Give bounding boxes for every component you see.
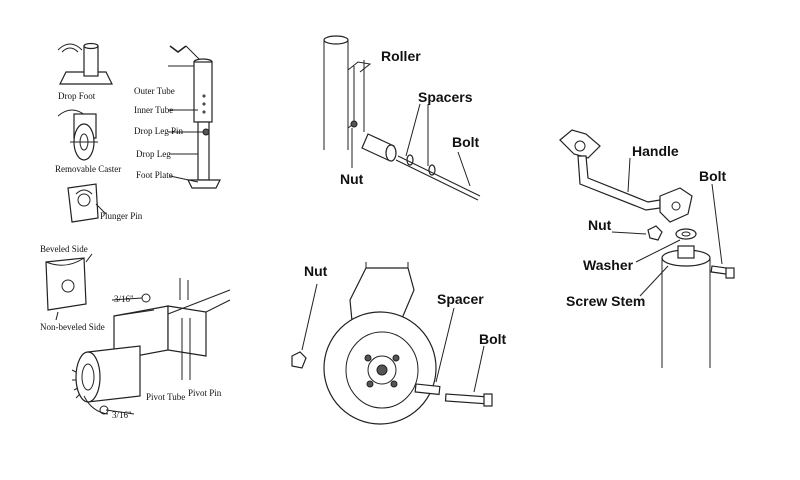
label-beveled-side: Beveled Side xyxy=(40,244,88,254)
label-pivot-tube: Pivot Tube xyxy=(146,392,185,402)
label-inner-tube: Inner Tube xyxy=(134,105,173,115)
label-dimension-top: 3/16" xyxy=(114,294,134,304)
label-removable-caster: Removable Caster xyxy=(55,164,121,174)
label-drop-leg: Drop Leg xyxy=(136,149,171,159)
label-dimension-bottom: 3/16" xyxy=(112,410,132,420)
label-pivot-pin: Pivot Pin xyxy=(188,388,222,398)
removable-caster-figure xyxy=(57,109,98,161)
label-non-beveled-side: Non-beveled Side xyxy=(40,322,105,332)
label-spacers: Spacers xyxy=(418,89,473,105)
label-outer-tube: Outer Tube xyxy=(134,86,175,96)
jack-drop-leg-figure xyxy=(168,45,221,189)
label-wheel-nut: Nut xyxy=(304,263,328,279)
label-roller-bolt: Bolt xyxy=(452,134,480,150)
label-wheel-bolt: Bolt xyxy=(479,331,507,347)
label-handle-nut: Nut xyxy=(588,217,612,233)
label-handle-bolt: Bolt xyxy=(699,168,727,184)
label-drop-leg-pin: Drop Leg Pin xyxy=(134,126,183,136)
label-roller: Roller xyxy=(381,48,421,64)
pivot-bracket-figure xyxy=(45,253,231,415)
label-washer: Washer xyxy=(583,257,634,273)
label-plunger-pin: Plunger Pin xyxy=(100,211,143,221)
label-foot-plate: Foot Plate xyxy=(136,170,173,180)
label-handle: Handle xyxy=(632,143,679,159)
handle-assembly-figure xyxy=(559,129,735,368)
label-wheel-spacer: Spacer xyxy=(437,291,484,307)
wheel-assembly-figure xyxy=(291,262,493,425)
label-roller-nut: Nut xyxy=(340,171,364,187)
roller-assembly-figure xyxy=(323,35,481,201)
label-drop-foot: Drop Foot xyxy=(58,91,96,101)
label-screw-stem: Screw Stem xyxy=(566,293,645,309)
plunger-pin-figure xyxy=(67,183,107,223)
drop-foot-figure xyxy=(57,42,113,85)
